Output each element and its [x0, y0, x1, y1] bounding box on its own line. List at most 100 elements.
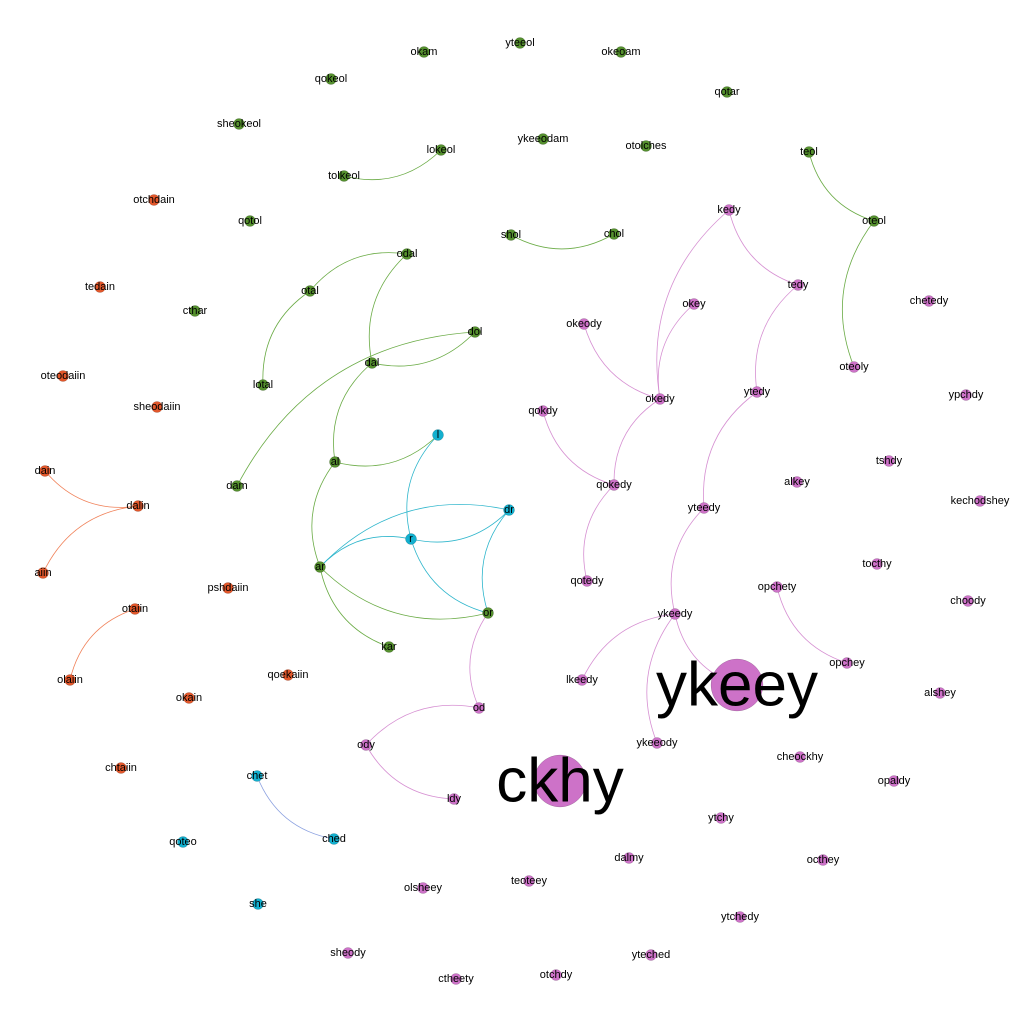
node-yteched[interactable] — [645, 949, 657, 961]
node-tedy[interactable] — [792, 279, 804, 291]
node-tshdy[interactable] — [883, 455, 895, 467]
node-sheody[interactable] — [342, 947, 354, 959]
node-olsheey[interactable] — [417, 882, 429, 894]
node-al[interactable] — [329, 456, 341, 468]
node-tocthy[interactable] — [871, 558, 883, 570]
node-opchey[interactable] — [841, 657, 853, 669]
node-cthar[interactable] — [189, 305, 201, 317]
node-tedain[interactable] — [94, 281, 106, 293]
node-ypchdy[interactable] — [960, 389, 972, 401]
node-label-yteched: yteched — [632, 949, 671, 961]
node-opchety[interactable] — [771, 581, 783, 593]
node-dr[interactable] — [503, 504, 515, 516]
node-okedy[interactable] — [654, 393, 666, 405]
node-okeody[interactable] — [578, 318, 590, 330]
node-tolkeol[interactable] — [338, 170, 350, 182]
node-sheokeol[interactable] — [233, 118, 245, 130]
node-or[interactable] — [482, 607, 494, 619]
node-kedy[interactable] — [723, 204, 735, 216]
node-qokeol[interactable] — [325, 73, 337, 85]
node-lkeedy[interactable] — [576, 674, 588, 686]
node-olaiin[interactable] — [64, 674, 76, 686]
node-kechodshey[interactable] — [974, 495, 986, 507]
node-cheockhy[interactable] — [794, 751, 806, 763]
node-pshdaiin[interactable] — [222, 582, 234, 594]
node-qotedy[interactable] — [581, 575, 593, 587]
node-ykeey[interactable] — [710, 658, 764, 712]
node-l[interactable] — [432, 429, 444, 441]
node-ytchedy[interactable] — [734, 911, 746, 923]
node-okain[interactable] — [183, 692, 195, 704]
node-qotar[interactable] — [721, 86, 733, 98]
node-sheodaiin[interactable] — [151, 401, 163, 413]
node-label-sheokeol: sheokeol — [217, 118, 261, 130]
node-aiin[interactable] — [37, 567, 49, 579]
node-ckhy[interactable] — [533, 754, 587, 808]
node-qoekaiin[interactable] — [282, 669, 294, 681]
node-ykeeody[interactable] — [651, 737, 663, 749]
edge-odal-otal — [309, 252, 408, 292]
node-teoteey[interactable] — [523, 875, 535, 887]
edge-dal-al — [333, 362, 373, 463]
edge-ody-ldy — [365, 744, 455, 800]
node-oteodaiin[interactable] — [57, 370, 69, 382]
node-teol[interactable] — [803, 146, 815, 158]
node-label-qotedy: qotedy — [570, 575, 604, 587]
node-qokdy[interactable] — [537, 405, 549, 417]
edge-chet-ched — [256, 775, 335, 840]
node-choody[interactable] — [962, 595, 974, 607]
node-lotal[interactable] — [257, 379, 269, 391]
node-oteoly[interactable] — [848, 361, 860, 373]
node-dalin[interactable] — [132, 500, 144, 512]
node-ctheety[interactable] — [450, 973, 462, 985]
node-chol[interactable] — [608, 228, 620, 240]
node-alkey[interactable] — [791, 476, 803, 488]
node-otolches[interactable] — [640, 140, 652, 152]
node-otaiin[interactable] — [129, 603, 141, 615]
node-octhey[interactable] — [817, 854, 829, 866]
node-yteedy[interactable] — [698, 502, 710, 514]
node-chtaiin[interactable] — [115, 762, 127, 774]
node-okey[interactable] — [688, 298, 700, 310]
node-otal[interactable] — [304, 285, 316, 297]
node-dam[interactable] — [231, 480, 243, 492]
node-qoteo[interactable] — [177, 836, 189, 848]
node-otchdy[interactable] — [550, 969, 562, 981]
node-label-lokeol: lokeol — [427, 144, 456, 156]
node-shol[interactable] — [505, 229, 517, 241]
node-label-cheockhy: cheockhy — [777, 751, 824, 763]
node-alshey[interactable] — [934, 687, 946, 699]
node-od[interactable] — [473, 702, 485, 714]
node-ched[interactable] — [328, 833, 340, 845]
node-chet[interactable] — [251, 770, 263, 782]
node-oteol[interactable] — [868, 215, 880, 227]
node-she[interactable] — [252, 898, 264, 910]
node-qokedy[interactable] — [608, 479, 620, 491]
node-ykeeodam[interactable] — [537, 133, 549, 145]
node-label-or: or — [483, 607, 493, 619]
node-dalmy[interactable] — [623, 852, 635, 864]
node-label-okedy: okedy — [645, 393, 675, 405]
node-dol[interactable] — [469, 326, 481, 338]
node-label-otchdain: otchdain — [133, 194, 175, 206]
nodes-layer — [37, 37, 986, 985]
node-okam[interactable] — [418, 46, 430, 58]
node-chetedy[interactable] — [923, 295, 935, 307]
node-okeoam[interactable] — [615, 46, 627, 58]
node-odal[interactable] — [401, 248, 413, 260]
node-opaldy[interactable] — [888, 775, 900, 787]
node-otchdain[interactable] — [148, 194, 160, 206]
node-qotol[interactable] — [244, 215, 256, 227]
node-r[interactable] — [405, 533, 417, 545]
node-dain[interactable] — [39, 465, 51, 477]
node-ar[interactable] — [314, 561, 326, 573]
node-ykeedy[interactable] — [669, 608, 681, 620]
node-yteeol[interactable] — [514, 37, 526, 49]
node-dal[interactable] — [366, 357, 378, 369]
node-lokeol[interactable] — [435, 144, 447, 156]
node-ytchy[interactable] — [715, 812, 727, 824]
node-ldy[interactable] — [448, 793, 460, 805]
node-kar[interactable] — [383, 641, 395, 653]
node-ody[interactable] — [360, 739, 372, 751]
node-ytedy[interactable] — [751, 386, 763, 398]
